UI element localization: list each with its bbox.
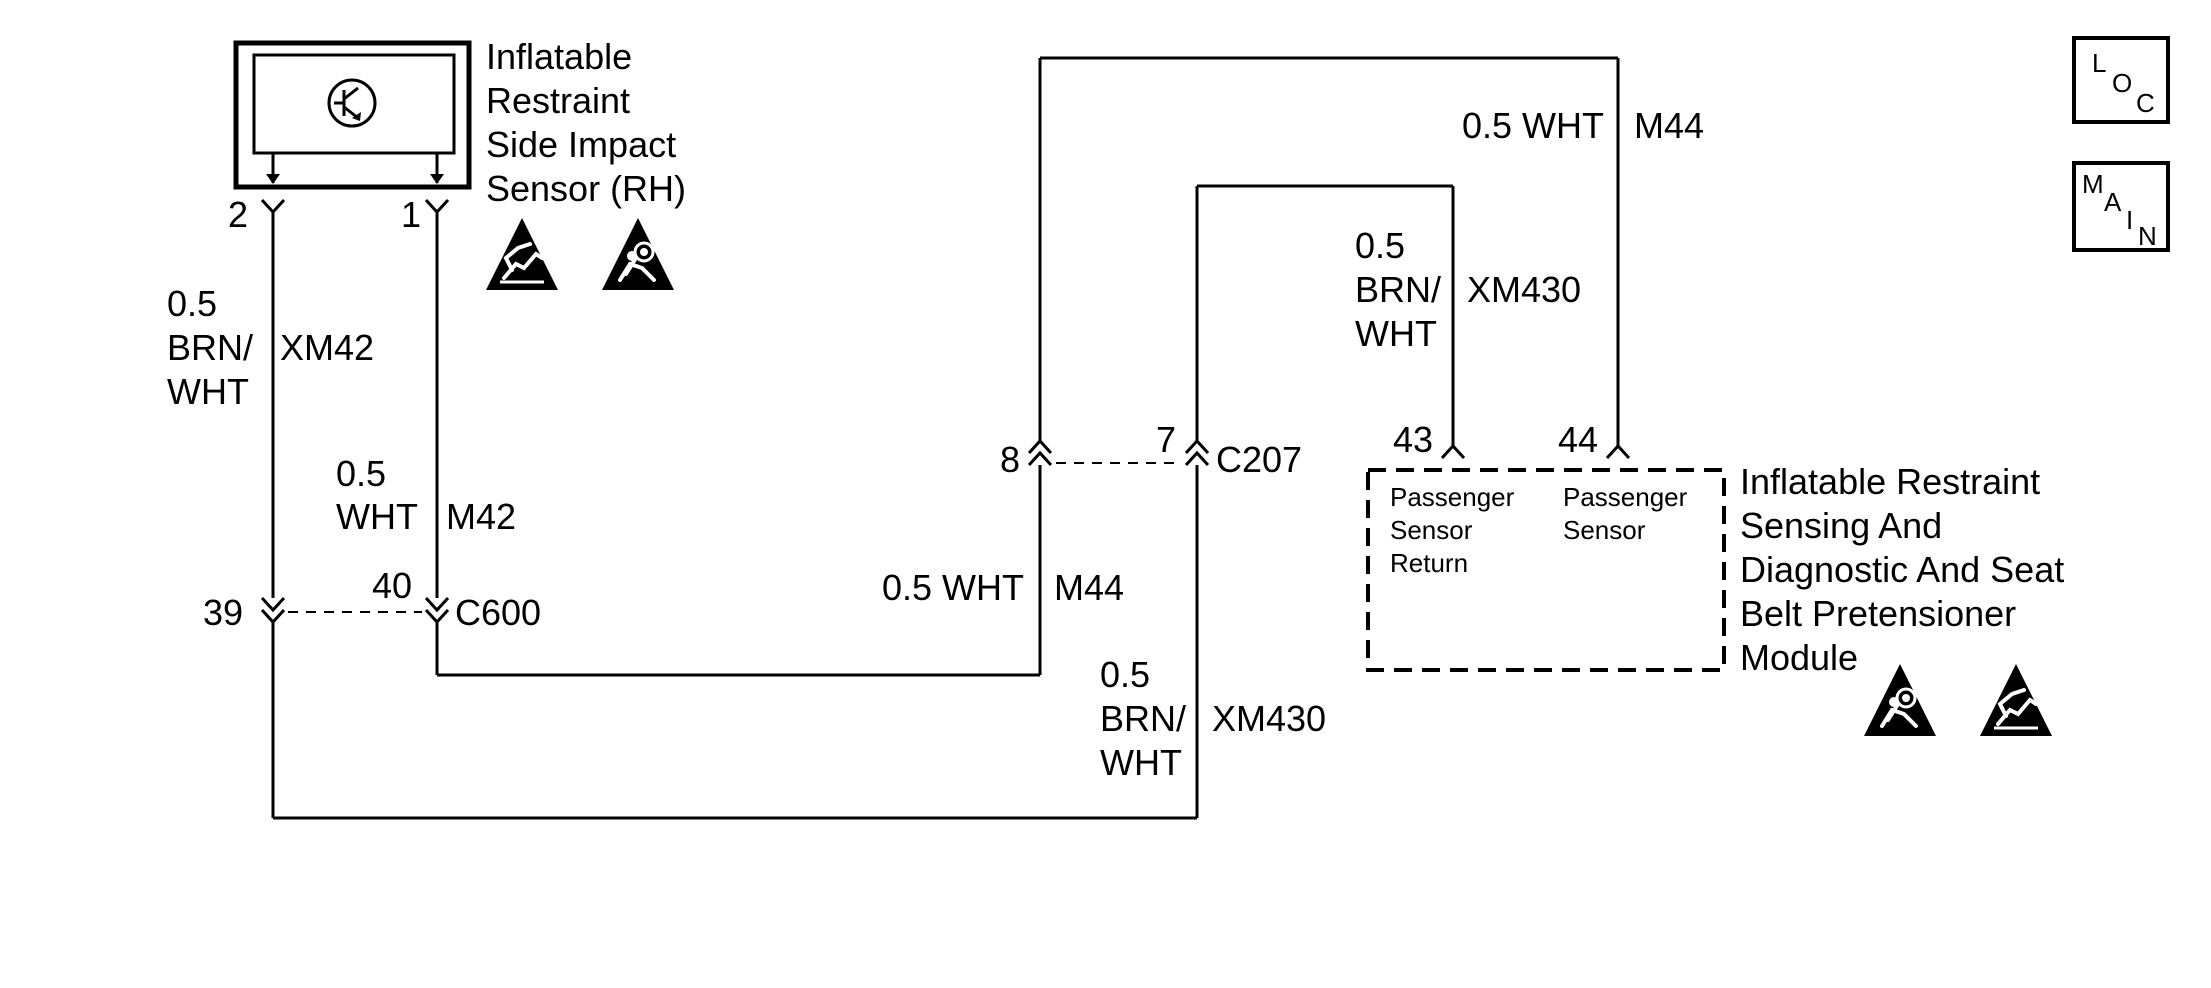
sensor-name-line-4: Sensor (RH) bbox=[486, 168, 686, 209]
wire-m42-color: WHT bbox=[336, 496, 418, 537]
module-pin-43: 43 bbox=[1393, 419, 1433, 460]
c207-pin-7: 7 bbox=[1156, 419, 1176, 460]
c207-pin-8-terminal-icon bbox=[1027, 438, 1053, 467]
pin-1-terminal-icon bbox=[424, 198, 450, 215]
module-name-line-1: Inflatable Restraint bbox=[1740, 461, 2040, 502]
c600-pin-39: 39 bbox=[203, 592, 243, 633]
module-name-line-2: Sensing And bbox=[1740, 505, 1942, 546]
main-letter-n: N bbox=[2138, 221, 2157, 251]
loc-button[interactable]: L O C bbox=[2072, 36, 2170, 124]
wire-xm430-inner-color-1: BRN/ bbox=[1355, 269, 1441, 310]
sensor-name-line-2: Restraint bbox=[486, 80, 630, 121]
c207-pin-8: 8 bbox=[1000, 439, 1020, 480]
wire-xm42-color-1: BRN/ bbox=[167, 327, 253, 368]
wire-xm430-bottom-color-2: WHT bbox=[1100, 742, 1182, 783]
module-pin-43-terminal-icon bbox=[1440, 443, 1466, 460]
c600-pin-39-terminal-icon bbox=[260, 596, 286, 625]
wire-m44-mid-circuit: M44 bbox=[1054, 567, 1124, 608]
module-name-line-4: Belt Pretensioner bbox=[1740, 593, 2016, 634]
module-pin-44: 44 bbox=[1558, 419, 1598, 460]
wire-xm430-bottom-circuit: XM430 bbox=[1212, 698, 1326, 739]
sensor-pin-1: 1 bbox=[401, 194, 421, 235]
c600-connector-name: C600 bbox=[455, 592, 541, 633]
c600-pin-40-terminal-icon bbox=[424, 596, 450, 625]
wire-m42-circuit: M42 bbox=[446, 496, 516, 537]
side-impact-sensor: Inflatable Restraint Side Impact Sensor … bbox=[233, 36, 686, 209]
loc-letter-c: C bbox=[2136, 88, 2155, 118]
wire-xm42-gauge: 0.5 bbox=[167, 283, 217, 324]
wire-xm430-inner-color-2: WHT bbox=[1355, 313, 1437, 354]
terminal-43-line-3: Return bbox=[1390, 548, 1468, 578]
module-name-line-5: Module bbox=[1740, 637, 1858, 678]
c600-pin-40: 40 bbox=[372, 565, 412, 606]
wire-xm42-circuit: XM42 bbox=[280, 327, 374, 368]
sensor-pin-2: 2 bbox=[228, 194, 248, 235]
main-button[interactable]: M A I N bbox=[2072, 161, 2170, 252]
wire-xm430-inner-circuit: XM430 bbox=[1467, 269, 1581, 310]
sdm-module-box bbox=[1366, 468, 1726, 672]
transistor-symbol-icon bbox=[327, 78, 377, 128]
terminal-43-line-1: Passenger bbox=[1390, 482, 1515, 512]
wire-m42-gauge: 0.5 bbox=[336, 453, 386, 494]
wire-m44-mid-label: 0.5 WHT bbox=[882, 567, 1024, 608]
airbag-warning-icon bbox=[600, 216, 676, 292]
module-name-line-3: Diagnostic And Seat bbox=[1740, 549, 2064, 590]
loc-letter-o: O bbox=[2112, 68, 2132, 98]
wire-m44-top-label: 0.5 WHT bbox=[1462, 105, 1604, 146]
c207-connector-name: C207 bbox=[1216, 439, 1302, 480]
sensor-name-line-3: Side Impact bbox=[486, 124, 676, 165]
main-letter-a: A bbox=[2104, 187, 2122, 217]
loc-letter-l: L bbox=[2092, 48, 2106, 78]
terminal-44-line-1: Passenger bbox=[1563, 482, 1688, 512]
terminal-43-line-2: Sensor bbox=[1390, 515, 1473, 545]
wire-xm430-bottom-gauge: 0.5 bbox=[1100, 654, 1150, 695]
esd-warning-icon bbox=[484, 216, 560, 292]
main-letter-m: M bbox=[2082, 169, 2104, 199]
wire-xm430-bottom-color-1: BRN/ bbox=[1100, 698, 1186, 739]
module-esd-warning-icon bbox=[1978, 662, 2054, 738]
terminal-44-line-2: Sensor bbox=[1563, 515, 1646, 545]
module-pin-44-terminal-icon bbox=[1605, 443, 1631, 460]
pin-2-terminal-icon bbox=[260, 198, 286, 215]
sensor-name-line-1: Inflatable bbox=[486, 36, 632, 77]
module-airbag-warning-icon bbox=[1862, 662, 1938, 738]
wire-xm42-color-2: WHT bbox=[167, 371, 249, 412]
wire-m44-top-circuit: M44 bbox=[1634, 105, 1704, 146]
main-letter-i: I bbox=[2126, 205, 2133, 235]
c207-pin-7-terminal-icon bbox=[1184, 438, 1210, 467]
wire-xm430-inner-gauge: 0.5 bbox=[1355, 225, 1405, 266]
